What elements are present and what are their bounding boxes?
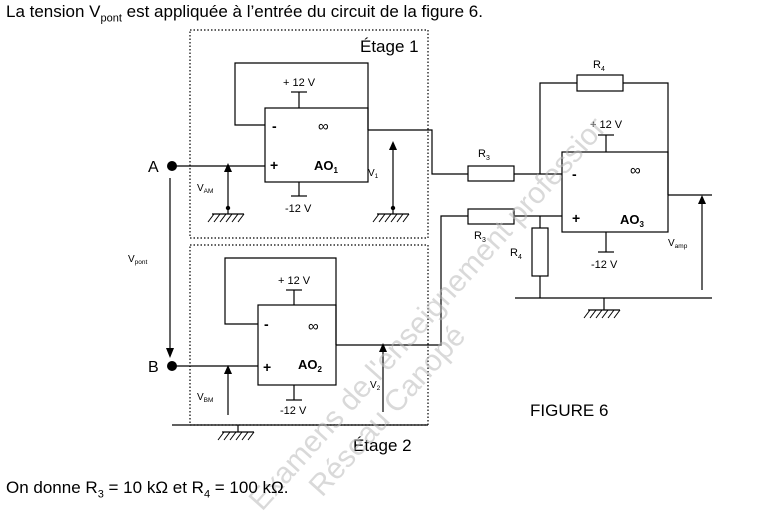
v1-label: V1 (368, 168, 379, 180)
node-b-label: B (148, 359, 159, 376)
stage1-label: Étage 1 (360, 37, 419, 56)
figure-label: FIGURE 6 (530, 401, 608, 420)
stage2-label: Étage 2 (353, 436, 412, 455)
ao1-plus: + (270, 157, 278, 173)
ao2-neg-supply: -12 V (280, 405, 307, 417)
ao2-inf: ∞ (308, 318, 319, 335)
v2-label: V2 (370, 380, 381, 392)
ao1-pos-supply: + 12 V (283, 77, 316, 89)
ao2-plus: + (263, 359, 271, 375)
node-a-label: A (148, 159, 159, 176)
ao1-body (264, 107, 369, 183)
v-pont-label: Vpont (128, 254, 148, 266)
ao1-label: AO1 (314, 158, 339, 175)
v-bm-label: VBM (197, 392, 213, 404)
ao3-label: AO3 (620, 212, 645, 229)
ao3-inf: ∞ (630, 162, 641, 179)
ao3-minus: - (572, 166, 577, 182)
r4-ground-resistor (531, 227, 549, 277)
r4-feedback-label: R4 (593, 59, 605, 73)
ao3-neg-supply: -12 V (591, 259, 618, 271)
intro-text: La tension Vpont est appliquée à l’entré… (6, 2, 483, 25)
ao1-inf: ∞ (318, 118, 329, 135)
ao3-pos-supply: + 12 V (590, 119, 623, 131)
ao2-label: AO2 (298, 357, 323, 374)
watermark-line1: Examens de l'enseignement professior (243, 111, 613, 517)
r3-top-resistor (467, 165, 515, 182)
stage1-box (189, 29, 429, 239)
r4-ground-label: R4 (510, 247, 522, 261)
ao1-minus: - (272, 118, 277, 134)
r3-top-label: R3 (478, 148, 490, 162)
r4-feedback-resistor (576, 74, 624, 92)
ao2-minus: - (264, 316, 269, 332)
given-values-text: On donne R3 = 10 kΩ et R4 = 100 kΩ. (6, 478, 289, 501)
v-amp-label: Vamp (668, 238, 688, 250)
ground-hatches (207, 213, 621, 441)
ao2-pos-supply: + 12 V (278, 275, 311, 287)
v-am-label: VAM (197, 183, 213, 195)
r3-bottom-label: R3 (474, 230, 486, 244)
ao1-neg-supply: -12 V (285, 203, 312, 215)
ao3-plus: + (572, 210, 580, 226)
